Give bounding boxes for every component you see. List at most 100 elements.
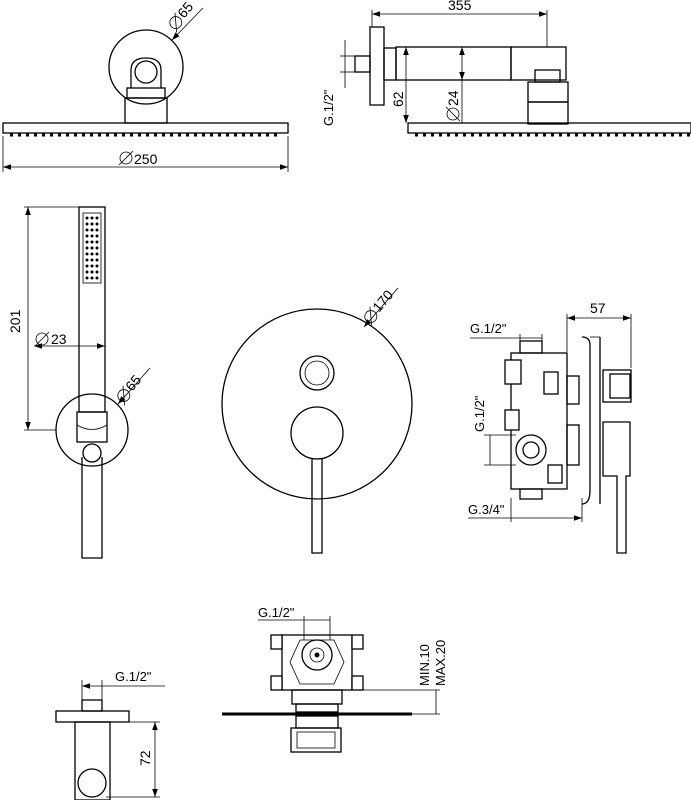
- valve-top-ear-left-bottom: [270, 675, 283, 691]
- shower-arm: [395, 46, 512, 81]
- shower-head-side-view: 355 G.1/2" 62 24: [321, 0, 691, 137]
- nozzle-dot: [90, 228, 94, 232]
- valve-inlet-hole: [522, 441, 540, 459]
- nozzle-dot: [95, 246, 99, 250]
- hose-connector: [82, 443, 102, 463]
- nozzle-dot: [90, 252, 94, 256]
- nozzle-dot: [90, 258, 94, 262]
- arm-end-cap: [510, 46, 567, 81]
- nozzle-dot: [90, 270, 94, 274]
- nozzle-dot: [95, 270, 99, 274]
- valve-top-port-ring: [301, 639, 333, 671]
- valve-top-port-hole: [309, 647, 325, 663]
- ball-joint-nut: [124, 97, 168, 124]
- valve-top-ear-right-bottom: [351, 675, 364, 691]
- valve-top-port-center: [314, 652, 320, 658]
- mixer-front-view: 170: [221, 287, 413, 554]
- diverter-knob-inner: [304, 360, 330, 386]
- shower-head-front-view: 250 65: [2, 0, 289, 172]
- wall-flange-circle: [108, 29, 184, 105]
- nozzle-dot: [85, 228, 89, 232]
- valve-housing-slot-1: [504, 359, 522, 385]
- diameter-symbol: [117, 385, 131, 406]
- outlet-wall-flange: [55, 710, 130, 723]
- valve-top-ear-left-top: [270, 634, 283, 650]
- outlet-spout: [74, 721, 111, 800]
- spray-nozzles: [85, 216, 99, 280]
- nozzle-dot: [95, 276, 99, 280]
- valve-top-thread-label: G.1/2": [470, 321, 507, 336]
- wall-flange-side: [369, 26, 385, 106]
- lever-side: [602, 421, 631, 554]
- joint-base: [527, 101, 569, 125]
- valve-max-depth-label: MAX.20: [433, 640, 448, 686]
- nozzle-dot: [85, 252, 89, 256]
- wall-plate-side: [581, 336, 591, 505]
- valve-min-depth-label: MIN.10: [417, 644, 432, 686]
- mixer-plate: [221, 308, 413, 500]
- valve-top-ear-right-top: [351, 634, 364, 650]
- valve-top-neck: [291, 689, 343, 705]
- diameter-symbol: [34, 331, 50, 347]
- nozzle-dot: [85, 264, 89, 268]
- outlet-nozzle: [77, 768, 107, 798]
- nozzle-dot: [90, 264, 94, 268]
- arm-end-circle: [134, 60, 158, 84]
- holder-cradle: [76, 411, 108, 443]
- inlet-nipple: [354, 55, 371, 73]
- nozzle-dot: [85, 240, 89, 244]
- hand-shower-face: [82, 212, 102, 284]
- plate-dim-leader: [363, 287, 399, 328]
- valve-top-body: [281, 634, 353, 691]
- nozzle-dot: [90, 240, 94, 244]
- shower-head-plate-side: [407, 122, 691, 134]
- joint-nut: [527, 81, 569, 103]
- valve-top-handle-cap: [296, 731, 336, 749]
- outlet-thread-stub: [81, 699, 103, 712]
- nozzle-dot: [90, 276, 94, 280]
- diameter-symbol: [118, 150, 134, 166]
- diameter-symbol: [169, 12, 183, 33]
- valve-housing-slot-2: [543, 371, 559, 395]
- nozzle-dot: [95, 258, 99, 262]
- diameter-symbol: [445, 106, 461, 122]
- valve-top-handle: [290, 727, 342, 753]
- valve-top-view: G.1/2" MIN.10 MAX.20: [222, 605, 448, 753]
- hand-shower-length-label: 201: [7, 309, 23, 333]
- nozzle-dot: [95, 216, 99, 220]
- nozzle-dot: [95, 234, 99, 238]
- valve-side-view: 57 G.1/2" G.1/2" G.3/4": [468, 300, 632, 554]
- shower-head-plate: [2, 122, 289, 134]
- nozzle-dot: [90, 246, 94, 250]
- nozzle-dot: [85, 222, 89, 226]
- nozzle-dot: [90, 234, 94, 238]
- holder-dim-leader: [117, 367, 151, 405]
- valve-top-port: [519, 340, 543, 354]
- outlet-thread-label: G.1/2": [115, 669, 152, 684]
- lever-hub: [290, 406, 344, 460]
- lever-handle: [311, 459, 323, 554]
- hand-shower-diameter-label: 23: [51, 331, 67, 347]
- nozzle-dot: [95, 252, 99, 256]
- nozzle-dot: [85, 216, 89, 220]
- flange-neck: [383, 47, 397, 81]
- nozzle-dot: [85, 270, 89, 274]
- outlet-view: G.1/2" 72: [55, 669, 165, 800]
- valve-top-collar: [295, 703, 339, 713]
- hand-shower-view: 201 23 65: [7, 206, 151, 559]
- valve-top-spindle: [295, 715, 339, 729]
- knob-cap: [609, 373, 631, 399]
- valve-inlet-ring: [515, 434, 547, 466]
- nozzle-dot: [85, 276, 89, 280]
- arm-diameter-label: 24: [445, 90, 461, 106]
- arm-elbow: [130, 57, 162, 88]
- nozzle-dot: [95, 240, 99, 244]
- shower-hose: [81, 457, 103, 559]
- nozzle-dot: [95, 264, 99, 268]
- holder-curve: [76, 424, 108, 430]
- arm-length-label: 355: [448, 0, 472, 13]
- nozzle-dot: [95, 222, 99, 226]
- valve-housing-slot-3: [504, 409, 520, 431]
- holder-flange-circle: [55, 393, 129, 467]
- diameter-symbol: [364, 306, 378, 327]
